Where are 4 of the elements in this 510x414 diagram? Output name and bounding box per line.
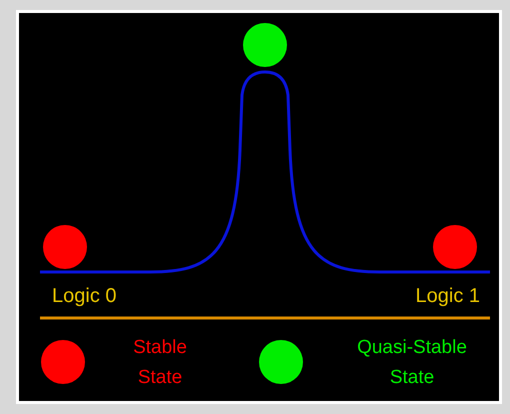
axis-label: Logic 0 <box>52 285 116 308</box>
legend-text: Quasi-Stable State <box>356 336 468 390</box>
legend-text: Stable State <box>132 336 188 390</box>
axis-label: Logic 1 <box>416 285 480 308</box>
